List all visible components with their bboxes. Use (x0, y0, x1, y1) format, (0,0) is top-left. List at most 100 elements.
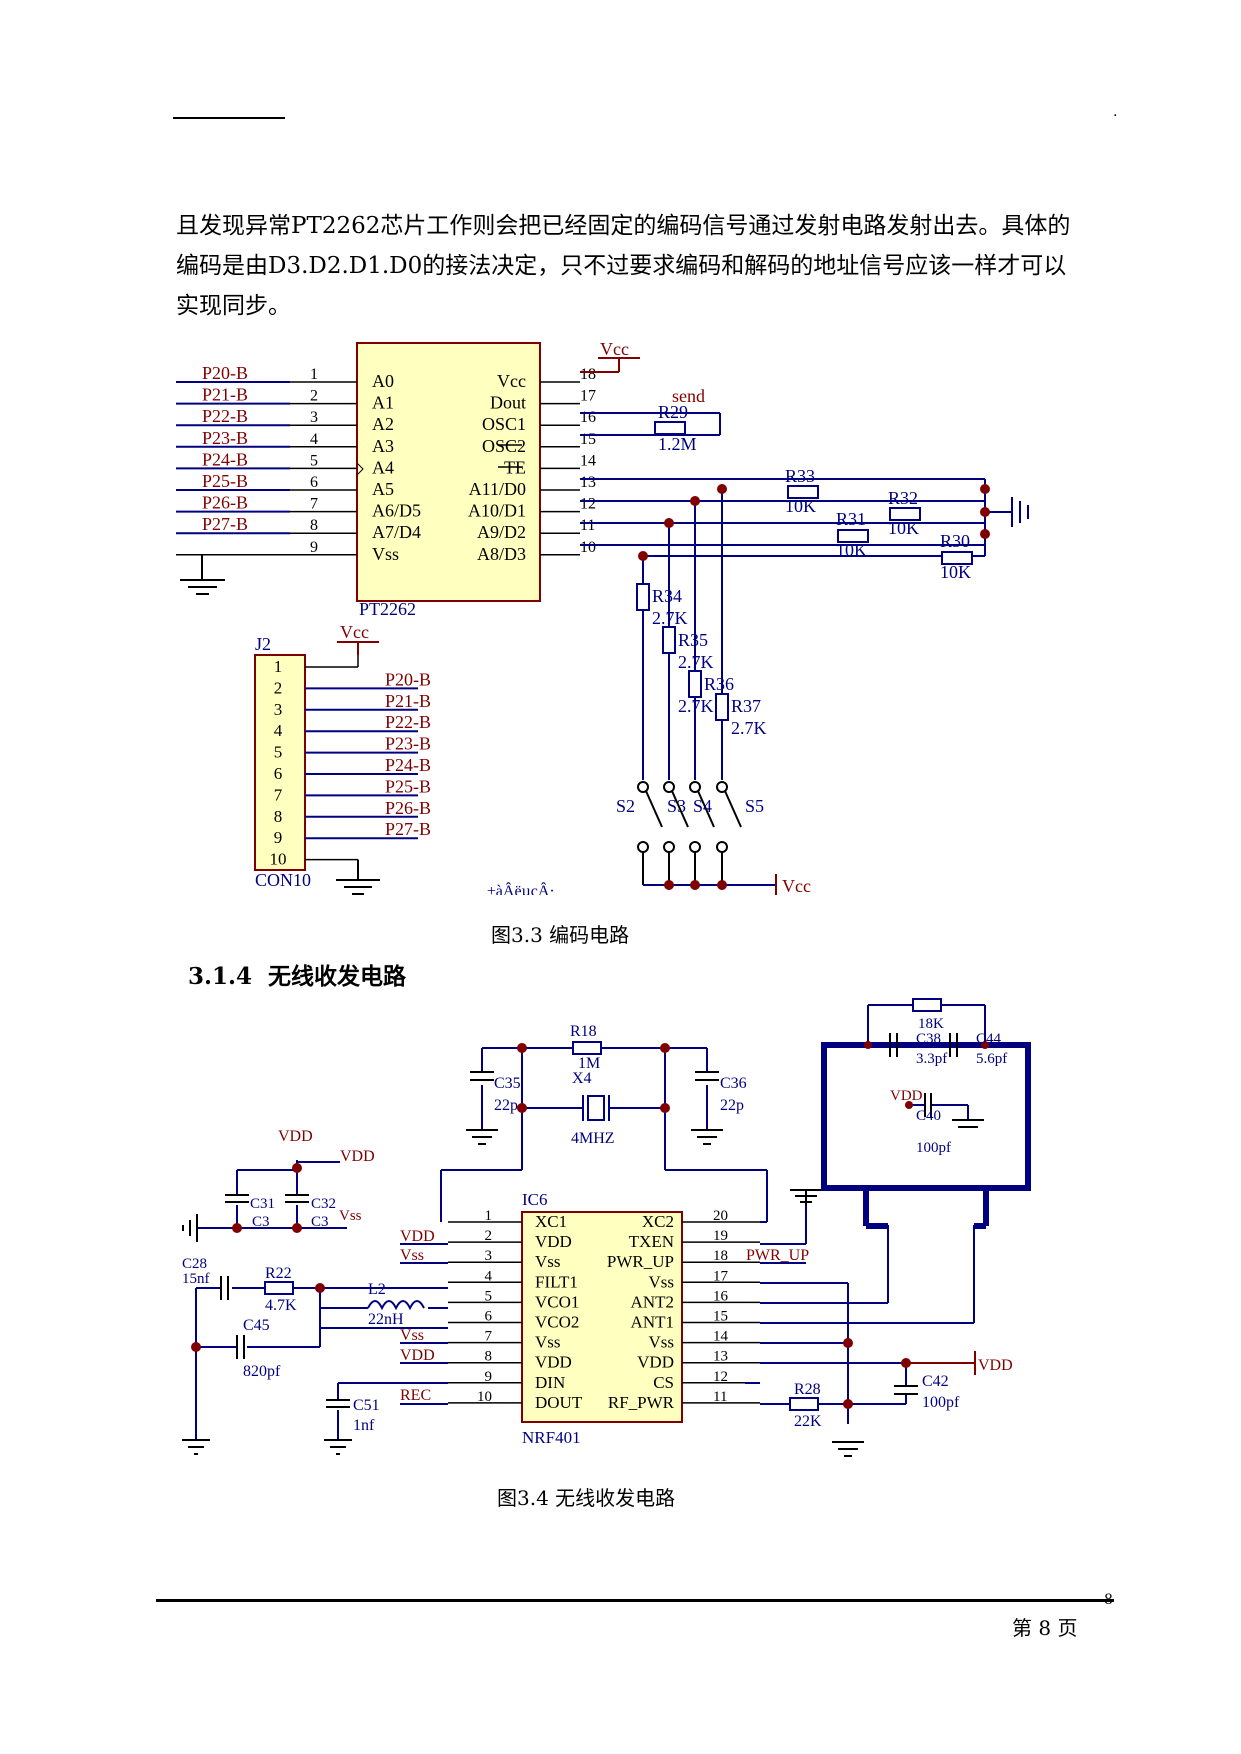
connector-net-label: P25-B (385, 776, 431, 796)
pin-number: 10 (580, 539, 596, 556)
c28-value: 15nf (182, 1271, 210, 1287)
c45-label: C45 (243, 1317, 270, 1334)
c45-value: 820pf (243, 1363, 281, 1380)
pin-number: 6 (310, 474, 318, 491)
pin-name: ANT1 (631, 1313, 674, 1332)
chip-name: PT2262 (359, 599, 416, 619)
footer-rule (156, 1599, 1114, 1602)
vcc-label: Vcc (782, 876, 811, 895)
c40-label: C40 (916, 1108, 941, 1124)
pin-name: A1 (372, 393, 394, 413)
pin-number: 9 (310, 539, 318, 556)
pin-name: RF_PWR (608, 1393, 675, 1412)
pin-number: 17 (580, 388, 596, 405)
pin-name: VDD (637, 1353, 674, 1372)
pin-number: 5 (485, 1288, 493, 1304)
r28-label: R28 (794, 1381, 821, 1398)
vcc-label: Vcc (600, 339, 629, 359)
connector-pin-number: 5 (274, 743, 283, 762)
r22-label: R22 (265, 1265, 292, 1282)
r30-label: R30 (940, 531, 970, 551)
connector-net-label: P27-B (385, 819, 431, 839)
pin-number: 10 (477, 1389, 492, 1405)
paragraph-line: 且发现异常PT2262芯片工作则会把已经固定的编码信号通过发射电路发射出去。具体… (176, 213, 1071, 239)
chip-id: IC6 (522, 1190, 548, 1209)
net-label: P21-B (202, 385, 248, 405)
vss-label: Vss (400, 1327, 424, 1344)
c42-value: 100pf (922, 1394, 960, 1411)
r31-value: 10K (836, 540, 867, 560)
pin-name: Vcc (497, 371, 526, 391)
switch-s2: S2 (616, 796, 635, 816)
connector-pin-number: 10 (270, 850, 287, 869)
l2-label: L2 (368, 1281, 386, 1298)
c35-label: C35 (494, 1075, 521, 1092)
rec-label: REC (400, 1387, 431, 1404)
connector-net-label: P22-B (385, 712, 431, 732)
clock-marker (356, 462, 364, 476)
connector-pin-number: 8 (274, 807, 283, 826)
pin-name: A9/D2 (477, 522, 526, 542)
pin-name: OSC2 (482, 436, 526, 456)
section-number: 3.1.4 (188, 963, 253, 990)
pin-number: 19 (713, 1228, 728, 1244)
pin-name: XC2 (642, 1212, 674, 1231)
x4-label: X4 (572, 1070, 592, 1087)
pin-name: VDD (535, 1353, 572, 1372)
pin-number: 16 (713, 1288, 729, 1304)
pin-name: A5 (372, 479, 394, 499)
pin-number: 1 (310, 366, 318, 383)
r37-value: 2.7K (731, 718, 767, 738)
vdd-label: VDD (400, 1347, 435, 1364)
pin-number: 4 (310, 431, 318, 448)
pin-name: Dout (490, 393, 526, 413)
connector-pin-number: 4 (274, 721, 283, 740)
pin-name: A10/D1 (468, 501, 526, 521)
pin-number: 3 (485, 1248, 493, 1264)
net-label: P22-B (202, 406, 248, 426)
pin-number: 3 (310, 409, 318, 426)
pin-name: A4 (372, 457, 394, 477)
pin-number: 11 (713, 1389, 727, 1405)
send-label: send (672, 386, 705, 406)
pin-name: Vss (648, 1272, 674, 1291)
r32-value: 10K (888, 518, 919, 538)
pin-name: Vss (648, 1333, 674, 1352)
c3-label: C3 (311, 1214, 329, 1230)
pin-name: A8/D3 (477, 544, 526, 564)
connector-net-label: P24-B (385, 755, 431, 775)
pin-number: 7 (310, 496, 318, 513)
net-label: P20-B (202, 363, 248, 383)
pin-number: 2 (310, 388, 318, 405)
vdd-label: VDD (400, 1228, 435, 1245)
net-label: P24-B (202, 449, 248, 469)
c31-label: C31 (250, 1196, 275, 1212)
r29-value: 1.2M (658, 434, 697, 454)
pin-number: 9 (485, 1369, 493, 1385)
r31-label: R31 (836, 509, 866, 529)
r35-value: 2.7K (678, 652, 714, 672)
pin-number: 15 (580, 431, 596, 448)
pin-number: 18 (580, 366, 596, 383)
c35-value: 22p (494, 1097, 518, 1114)
pin-number: 15 (713, 1309, 728, 1325)
pin-number: 6 (485, 1309, 493, 1325)
pin-number: 7 (485, 1329, 493, 1345)
pin-number: 8 (310, 517, 318, 534)
paragraph-line: 编码是由D3.D2.D1.D0的接法决定，只不过要求编码和解码的地址信号应该一样… (176, 253, 1067, 279)
vdd-label: VDD (890, 1088, 923, 1104)
r22-value: 4.7K (265, 1297, 297, 1314)
pin-number: 8 (485, 1349, 493, 1365)
connector-net-label: P20-B (385, 669, 431, 689)
pin-number: 18 (713, 1248, 728, 1264)
switch-s3: S3 (667, 796, 686, 816)
r34-value: 2.7K (652, 608, 688, 628)
header-dot: . (1113, 104, 1118, 120)
header-rule (173, 117, 285, 119)
switch-s4: S4 (693, 796, 712, 816)
c36-value: 22p (720, 1097, 744, 1114)
l2-value: 22nH (368, 1311, 404, 1328)
pin-name: A7/D4 (372, 522, 421, 542)
connector-net-label: P21-B (385, 691, 431, 711)
